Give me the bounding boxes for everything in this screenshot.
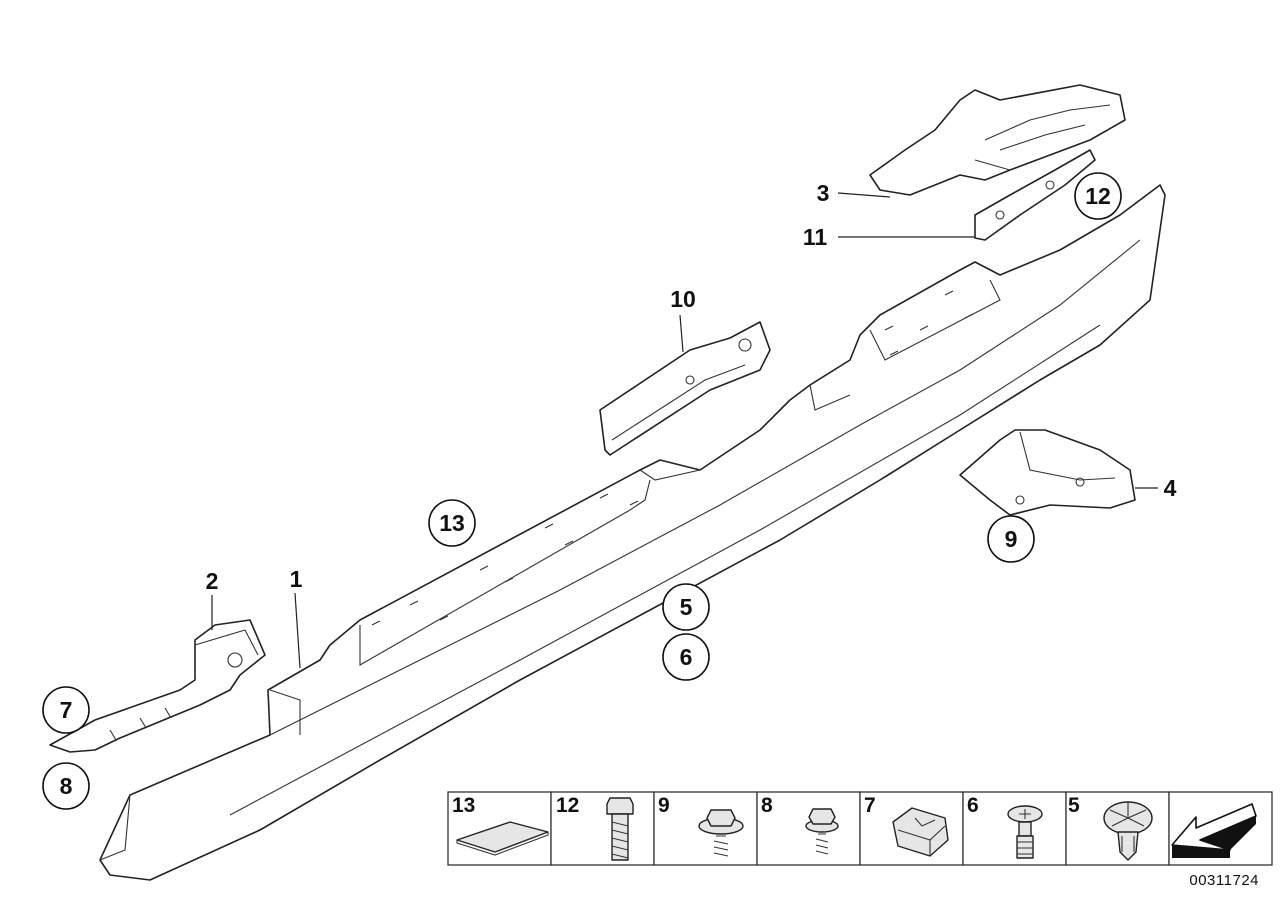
callout-10: 10: [670, 286, 696, 312]
legend-cell-number: 9: [658, 794, 670, 817]
hex-screw-washer-icon: [698, 809, 744, 857]
callout-2: 2: [206, 568, 219, 594]
front-bracket: [49, 619, 266, 753]
legend-cell-number: 13: [452, 794, 475, 817]
fastener-legend: 13 12 9: [447, 791, 1273, 866]
legend-cell-7: 7: [859, 791, 964, 866]
legend-cell-number: 6: [967, 794, 979, 817]
legend-cell-number: 7: [864, 794, 876, 817]
legend-cell-12: 12: [550, 791, 655, 866]
callout-label: 3: [817, 180, 830, 206]
callout-label: 10: [670, 286, 696, 312]
callout-label: 8: [60, 773, 73, 799]
callout-label: 2: [206, 568, 219, 594]
callout-3: 3: [817, 180, 830, 206]
hex-bolt-icon: [606, 797, 634, 861]
legend-cell-arrow: [1168, 791, 1273, 866]
direction-arrow-icon: [1171, 803, 1257, 858]
callout-label: 7: [60, 697, 73, 723]
hex-screw-small-icon: [805, 808, 839, 855]
spreader-rivet-icon: [1103, 801, 1153, 861]
document-id: 00311724: [1189, 872, 1259, 889]
callout-label: 5: [680, 594, 693, 620]
legend-cell-number: 12: [556, 794, 579, 817]
expanding-rivet-icon: [1007, 805, 1043, 859]
legend-cell-number: 8: [761, 794, 773, 817]
callout-label: 6: [680, 644, 693, 670]
callout-7: 7: [42, 686, 90, 734]
callout-label: 9: [1005, 526, 1018, 552]
legend-cell-13: 13: [447, 791, 552, 866]
callout-label: 13: [439, 510, 465, 536]
side-sill-panel: [99, 184, 1166, 881]
callout-11: 11: [803, 224, 828, 250]
legend-cell-number: 5: [1068, 794, 1080, 817]
legend-cell-5: 5: [1065, 791, 1170, 866]
callout-label: 12: [1085, 183, 1111, 209]
callout-label: 1: [290, 566, 303, 592]
rear-rail: [974, 149, 1096, 241]
adhesive-pad-icon: [456, 821, 549, 856]
leader-lines: [211, 192, 1158, 669]
callout-6: 6: [662, 633, 710, 681]
callout-1: 1: [290, 566, 303, 592]
callout-12: 12: [1074, 172, 1122, 220]
middle-bracket: [599, 321, 771, 456]
legend-cell-9: 9: [653, 791, 758, 866]
clip-nut-icon: [892, 807, 949, 857]
callout-4: 4: [1164, 475, 1177, 501]
callout-label: 4: [1164, 475, 1177, 501]
legend-cell-8: 8: [756, 791, 861, 866]
callout-9: 9: [987, 515, 1035, 563]
callout-8: 8: [42, 762, 90, 810]
rear-upper-bracket: [869, 84, 1126, 196]
legend-cell-6: 6: [962, 791, 1067, 866]
callout-5: 5: [662, 583, 710, 631]
callout-13: 13: [428, 499, 476, 547]
rear-end-bracket: [959, 429, 1136, 516]
callout-label: 11: [803, 224, 828, 250]
